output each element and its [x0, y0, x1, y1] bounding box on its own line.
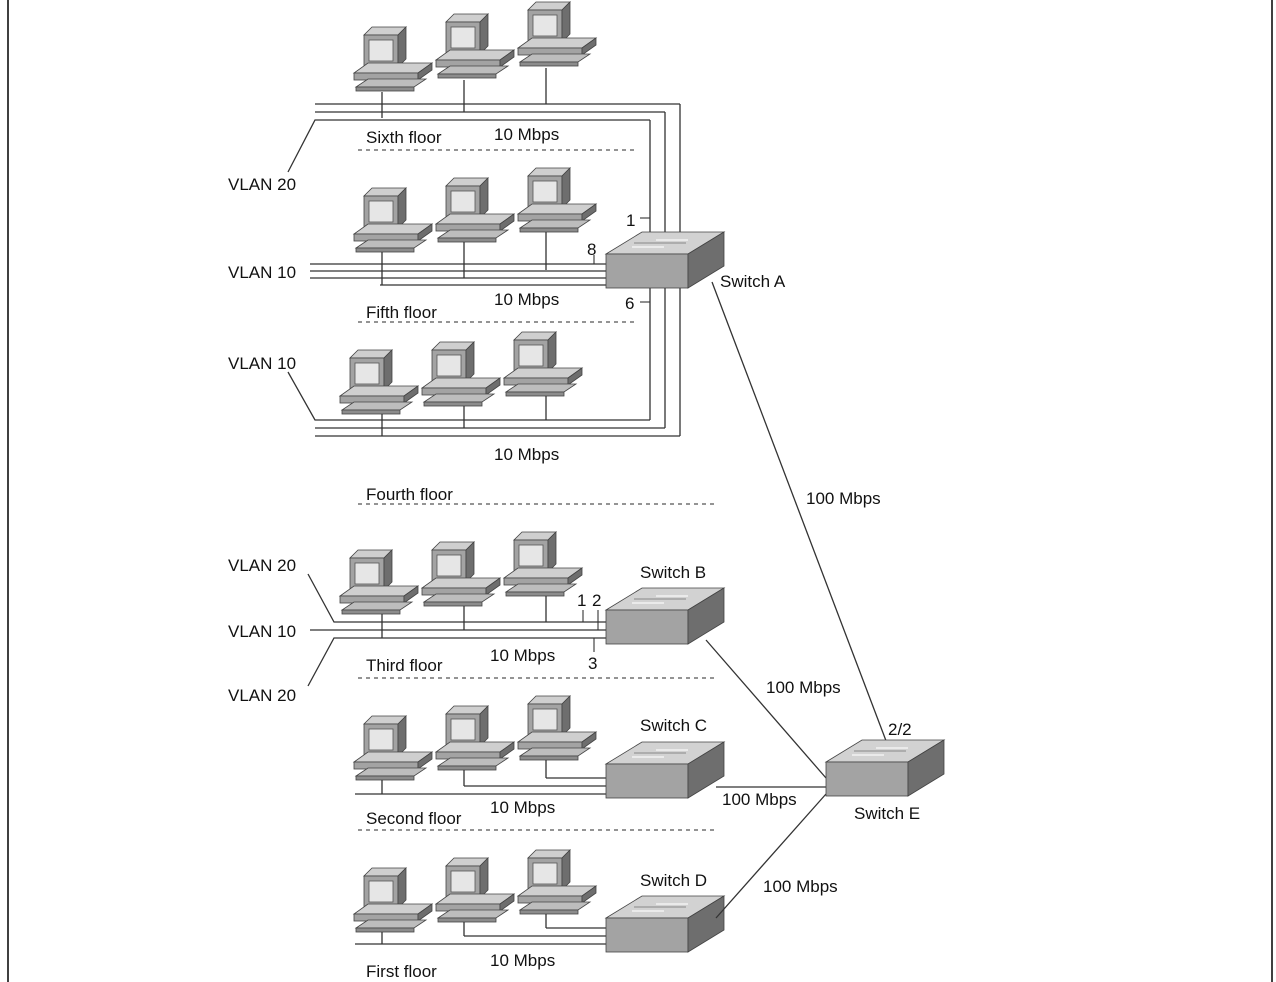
vlan-label: VLAN 10 — [228, 622, 296, 641]
floor-label: Fifth floor — [366, 303, 437, 322]
speed-label: 10 Mbps — [490, 798, 555, 817]
workstation-icon — [517, 1, 597, 67]
workstation-icon — [353, 715, 433, 781]
workstation-icon — [503, 331, 583, 397]
port-label: 6 — [625, 294, 634, 313]
switch-label: Switch B — [640, 563, 706, 582]
workstation-icon — [435, 177, 515, 243]
vlan-label: VLAN 10 — [228, 263, 296, 282]
switch-icon — [605, 587, 725, 645]
speed-label: 100 Mbps — [763, 877, 838, 896]
vlan-label: VLAN 20 — [228, 175, 296, 194]
workstation-icon — [421, 341, 501, 407]
floor-label: Fourth floor — [366, 485, 453, 504]
workstation-icon — [421, 541, 501, 607]
switch-label: Switch E — [854, 804, 920, 823]
floor-label: Third floor — [366, 656, 443, 675]
switch-label: Switch D — [640, 871, 707, 890]
port-label: 1 — [626, 211, 635, 230]
workstation-icon — [353, 187, 433, 253]
speed-label: 10 Mbps — [494, 125, 559, 144]
switch-label: Switch C — [640, 716, 707, 735]
speed-label: 10 Mbps — [490, 951, 555, 970]
workstation-icon — [503, 531, 583, 597]
switch-icon — [825, 739, 945, 797]
sixth-floor-workstations — [353, 1, 597, 92]
vlan-label: VLAN 20 — [228, 556, 296, 575]
workstation-icon — [353, 26, 433, 92]
second-floor-workstations — [353, 695, 597, 781]
workstation-icon — [339, 349, 419, 415]
workstation-icon — [339, 549, 419, 615]
first-floor-workstations — [353, 849, 597, 933]
port-label: 2/2 — [888, 720, 912, 739]
workstation-icon — [435, 13, 515, 79]
speed-label: 100 Mbps — [766, 678, 841, 697]
port-label: 3 — [588, 654, 597, 673]
floor-label: First floor — [366, 962, 437, 981]
workstation-icon — [517, 849, 597, 915]
speed-label: 10 Mbps — [494, 445, 559, 464]
floor-label: Sixth floor — [366, 128, 442, 147]
workstation-icon — [353, 867, 433, 933]
switch-icon — [605, 895, 725, 953]
switch-label: Switch A — [720, 272, 786, 291]
speed-label: 10 Mbps — [494, 290, 559, 309]
switch-icon — [605, 231, 725, 289]
workstation-icon — [435, 705, 515, 771]
workstation-icon — [517, 695, 597, 761]
fifth-floor-workstations — [353, 167, 597, 253]
speed-label: 10 Mbps — [490, 646, 555, 665]
vlan-label: VLAN 20 — [228, 686, 296, 705]
floor-label: Second floor — [366, 809, 462, 828]
port-label: 2 — [592, 591, 601, 610]
speed-label: 100 Mbps — [806, 489, 881, 508]
port-label: 1 — [577, 591, 586, 610]
vlan-label: VLAN 10 — [228, 354, 296, 373]
workstation-icon — [435, 857, 515, 923]
workstation-icon — [517, 167, 597, 233]
switch-icon — [605, 741, 725, 799]
port-label: 8 — [587, 240, 596, 259]
speed-label: 100 Mbps — [722, 790, 797, 809]
